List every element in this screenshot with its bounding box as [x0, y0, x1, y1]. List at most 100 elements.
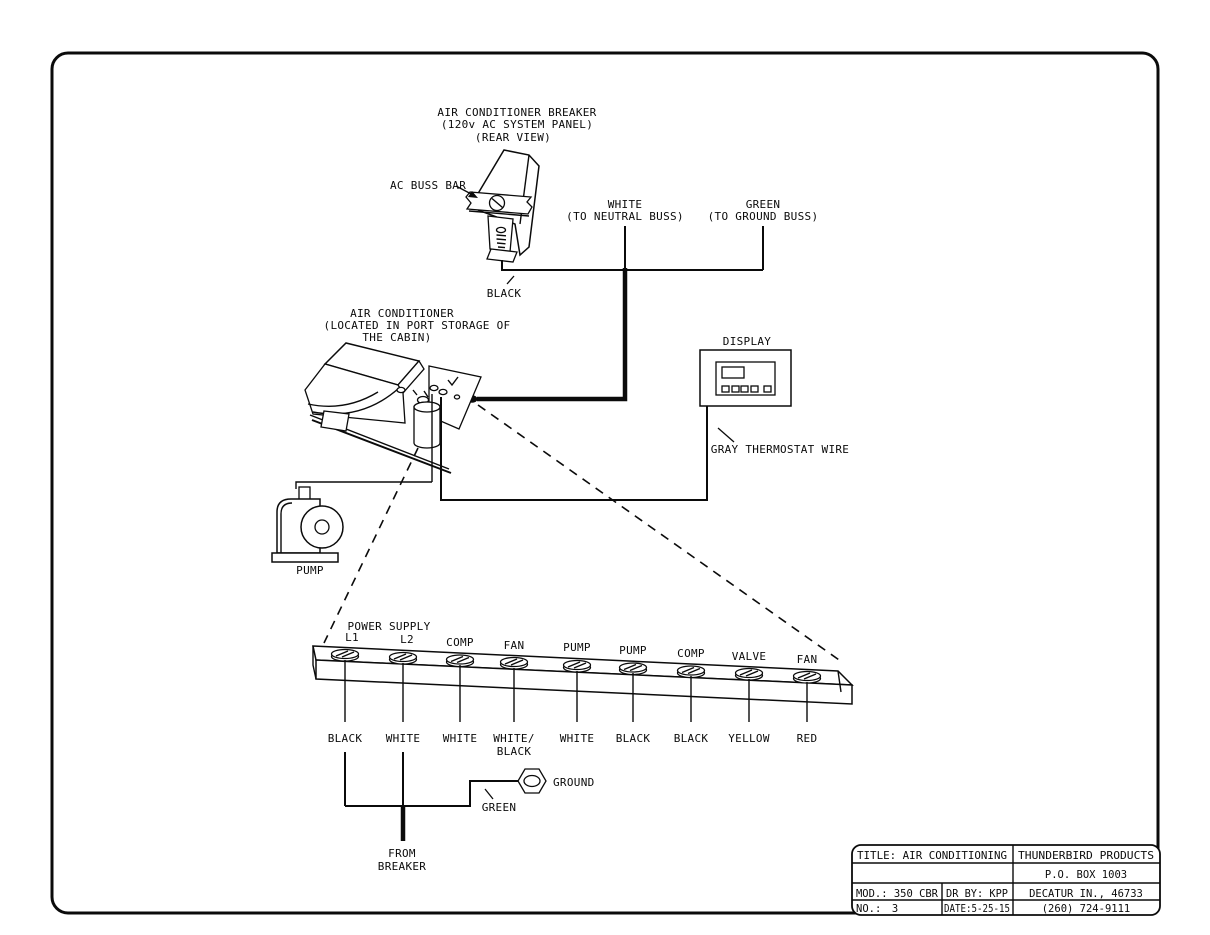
gray-thermostat-wire-label: GRAY THERMOSTAT WIRE [711, 443, 849, 456]
drawn-by-field: DR BY: KPP [946, 888, 1008, 900]
buss-bar-arrowhead [468, 191, 478, 198]
wire-color-label: WHITE/ [493, 732, 535, 745]
terminal-name: FAN [797, 653, 818, 666]
terminal-name: FAN [504, 639, 525, 652]
drawing-title: TITLE: AIR CONDITIONING [857, 850, 1007, 862]
panel-terminal [453, 394, 461, 400]
display-button [750, 385, 759, 393]
terminal-screw [618, 662, 648, 676]
pump-body-inner [280, 502, 293, 553]
date-field: DATE:5-25-15 [944, 903, 1010, 915]
strip-end-crease [837, 670, 842, 693]
white-wire-label2: (TO NEUTRAL BUSS) [566, 210, 684, 223]
main-cable-to-ac [477, 268, 628, 402]
terminal-name: PUMP [563, 641, 591, 654]
capacitor-top [413, 401, 441, 413]
display-label: DISPLAY [723, 335, 772, 348]
terminal-screw [330, 648, 360, 662]
black-wire-run [501, 260, 763, 271]
panel-terminal [438, 388, 448, 396]
display-drawing [699, 349, 792, 443]
terminal-screw [562, 659, 592, 673]
buss-bar-edge [468, 210, 530, 217]
model-field: MOD.: 350 CBR [856, 888, 939, 900]
terminal-name: L1 [345, 631, 359, 644]
air-conditioner-drawing [295, 342, 708, 501]
breaker-drawing [455, 149, 540, 285]
breaker-title-line2: (120v AC SYSTEM PANEL) [441, 118, 593, 131]
display-readout [721, 366, 745, 379]
terminal-screw-head [495, 226, 507, 234]
wire-color-label: WHITE [386, 732, 421, 745]
green-ground-wire [345, 780, 519, 807]
power-supply-label: POWER SUPPLY [347, 620, 430, 633]
page-border [50, 51, 1160, 915]
from-breaker-line2: BREAKER [378, 860, 427, 873]
number-field-label: NO.: [856, 903, 881, 915]
pump-base [271, 552, 339, 563]
terminal-screw [499, 656, 529, 670]
screw-thread [496, 234, 507, 237]
green-wire-label2: (TO GROUND BUSS) [708, 210, 819, 223]
green-wire-label: GREEN [482, 801, 517, 814]
ac-vent-hole [396, 386, 406, 394]
green-wire-label1: GREEN [746, 198, 781, 211]
terminal-screw [734, 667, 764, 681]
wire-color-label-line2: BLACK [497, 745, 532, 758]
wire-color-label: WHITE [560, 732, 595, 745]
ac-shroud-curve2 [307, 391, 379, 407]
company-address1: P.O. BOX 1003 [1045, 869, 1127, 881]
from-breaker-line1: FROM [388, 847, 416, 860]
terminal-strip [312, 645, 854, 722]
number-field-value: 3 [892, 903, 898, 915]
display-button [763, 385, 772, 393]
breaker-title-line1: AIR CONDITIONER BREAKER [437, 106, 596, 119]
strip-front-face [315, 659, 853, 705]
pump-drawing [271, 486, 344, 563]
wire-color-label: BLACK [616, 732, 651, 745]
detail-dash-left [323, 447, 419, 644]
screw-thread [496, 242, 506, 245]
wire-color-label: WHITE [443, 732, 478, 745]
wire-color-label: BLACK [328, 732, 363, 745]
bottom-wiring [344, 752, 547, 841]
ground-stud-dome [523, 774, 541, 788]
terminal-name: PUMP [619, 644, 647, 657]
company-address2: DECATUR IN., 46733 [1029, 888, 1143, 900]
wire-color-label: YELLOW [728, 732, 770, 745]
gray-thermostat-wire [440, 397, 708, 501]
company-phone: (260) 724-9111 [1042, 903, 1131, 915]
panel-terminal [429, 384, 439, 392]
breaker-title-line3: (REAR VIEW) [475, 131, 551, 144]
terminal-name: COMP [446, 636, 474, 649]
terminal-name: VALVE [732, 650, 767, 663]
breaker-terminal-foot [486, 248, 518, 263]
terminal-name: L2 [400, 633, 414, 646]
pump-shaft [314, 519, 330, 535]
detail-dash-right [477, 404, 843, 663]
screw-thread [497, 246, 506, 249]
terminal-name: COMP [677, 647, 705, 660]
display-button [721, 385, 730, 393]
panel-check-mark [447, 376, 459, 387]
ground-label: GROUND [553, 776, 595, 789]
screw-thread [496, 238, 507, 241]
terminal-wires [344, 660, 808, 722]
ac-buss-bar-label: AC BUSS BAR [390, 179, 466, 192]
white-wire-label1: WHITE [608, 198, 643, 211]
capacitor-pipe [412, 389, 429, 398]
pump-label: PUMP [296, 564, 324, 577]
title-block: TITLE: AIR CONDITIONING THUNDERBIRD PROD… [851, 844, 1161, 916]
ac-label-line3: THE CABIN) [362, 331, 431, 344]
breaker-wire-black-label: BLACK [487, 287, 522, 300]
display-button [740, 385, 749, 393]
terminal-screw [676, 665, 706, 679]
company-name: THUNDERBIRD PRODUCTS [1018, 850, 1154, 862]
supply-wires [466, 226, 764, 403]
thermostat-wire-pointer [717, 427, 735, 443]
wire-color-label: RED [797, 732, 818, 745]
wire-color-label: BLACK [674, 732, 709, 745]
strip-left-edge [312, 646, 317, 680]
ac-label-line2: (LOCATED IN PORT STORAGE OF [324, 319, 511, 332]
